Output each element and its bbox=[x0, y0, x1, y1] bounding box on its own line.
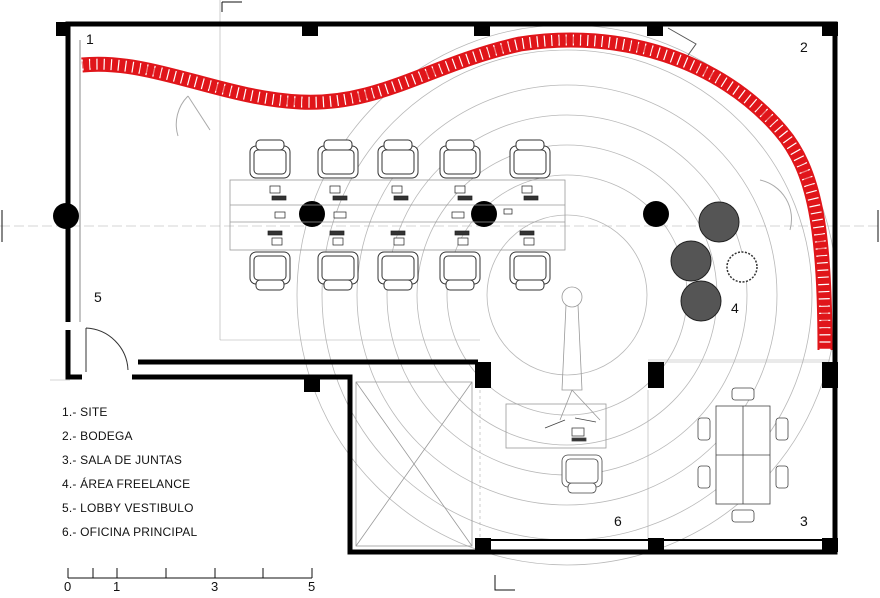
doors bbox=[85, 27, 793, 372]
scale-label-5: 5 bbox=[308, 579, 315, 594]
room-number-6: 6 bbox=[614, 513, 622, 529]
room-number-2: 2 bbox=[800, 39, 808, 55]
workstation-desk bbox=[229, 179, 566, 251]
office-furniture bbox=[505, 403, 607, 494]
room-number-4: 4 bbox=[731, 300, 739, 316]
round-columns bbox=[53, 201, 669, 229]
meeting-table bbox=[697, 387, 789, 523]
legend-item-lobby-vestibulo: 5.- LOBBY VESTIBULO bbox=[62, 501, 194, 515]
legend-item-oficina-principal: 6.- OFICINA PRINCIPAL bbox=[62, 525, 198, 539]
scale-label-1: 1 bbox=[113, 579, 120, 594]
legend-item-site: 1.- SITE bbox=[62, 405, 108, 419]
room-legend: 1.- SITE 2.- BODEGA 3.- SALA DE JUNTAS 4… bbox=[62, 404, 312, 548]
stair-void bbox=[355, 381, 473, 547]
scale-bar bbox=[67, 568, 313, 579]
red-partition bbox=[81, 32, 833, 351]
room-number-1: 1 bbox=[86, 31, 94, 47]
scale-label-3: 3 bbox=[211, 579, 218, 594]
legend-item-bodega: 2.- BODEGA bbox=[62, 429, 133, 443]
columns bbox=[56, 22, 838, 552]
desk-equipment bbox=[267, 185, 539, 246]
freelance-poufs bbox=[670, 201, 758, 322]
room-number-3: 3 bbox=[800, 513, 808, 529]
legend-item-sala-de-juntas: 3.- SALA DE JUNTAS bbox=[62, 453, 183, 467]
room-number-5: 5 bbox=[94, 289, 102, 305]
desk-chairs bbox=[249, 139, 551, 291]
scale-label-0: 0 bbox=[64, 579, 71, 594]
central-sculpture bbox=[559, 286, 601, 421]
legend-item-area-freelance: 4.- ÁREA FREELANCE bbox=[62, 477, 191, 491]
